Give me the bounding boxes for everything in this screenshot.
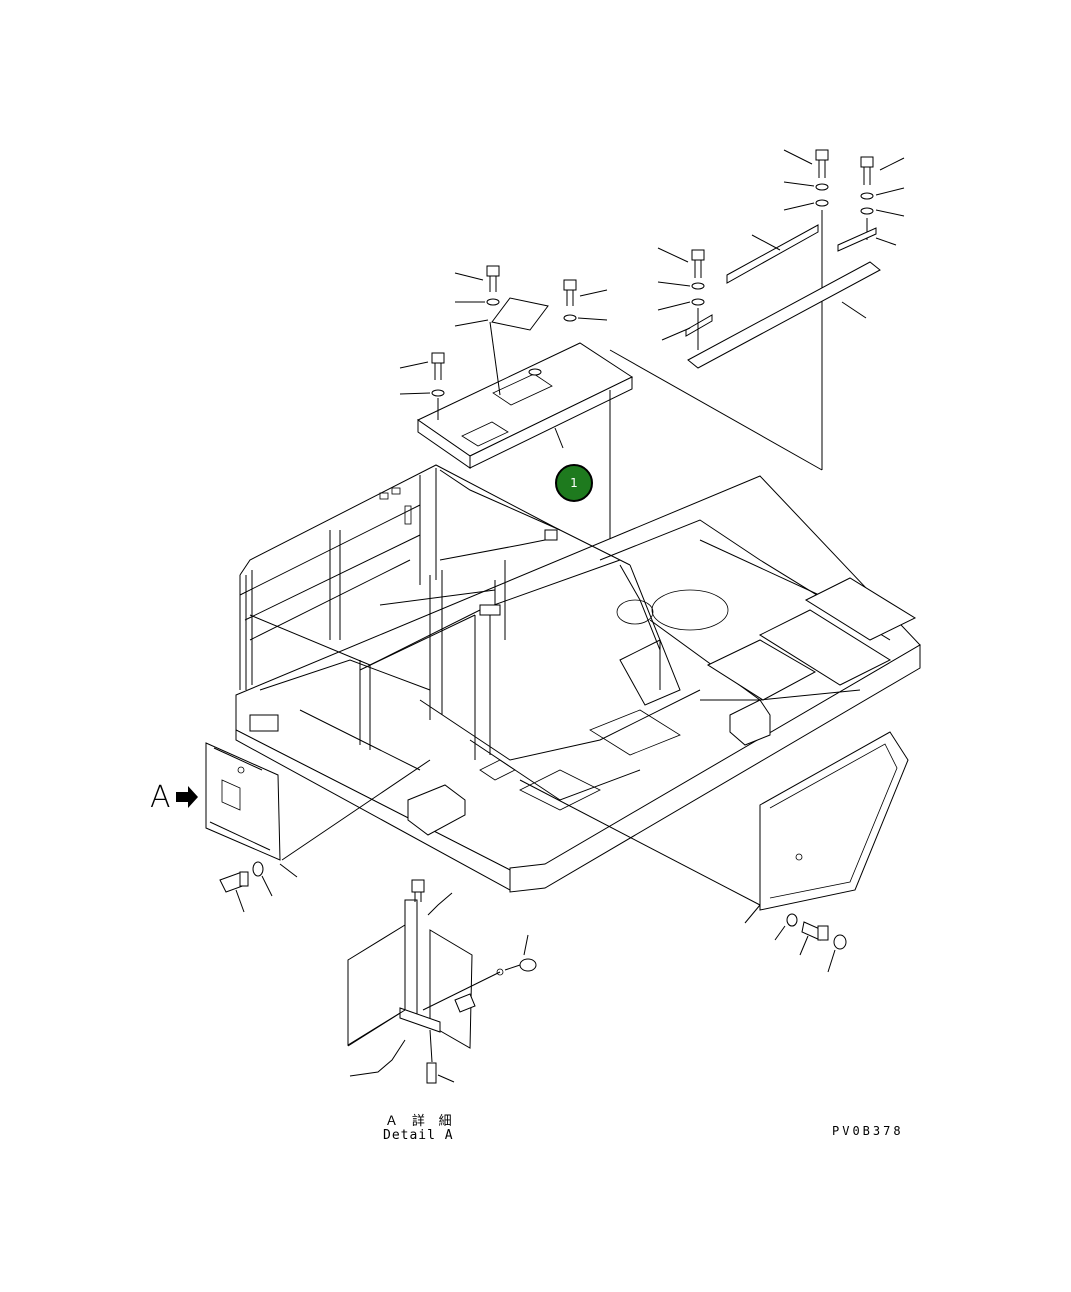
upper-right-bolts: [783, 149, 905, 470]
top-cover-plate: [417, 297, 823, 560]
detail-caption-jp: Ａ 詳 細: [385, 1114, 455, 1129]
view-a-label: A: [150, 780, 171, 815]
callout-1-number: 1: [570, 476, 578, 490]
arrow-right-icon: [176, 786, 198, 808]
drawing-code: PV0B378: [832, 1124, 904, 1138]
upper-middle-bolts: [657, 247, 705, 350]
callout-1[interactable]: 1: [555, 464, 593, 502]
top-bolts: [399, 265, 608, 420]
detail-a-drawing: [347, 879, 537, 1084]
detail-caption-en: Detail A: [383, 1128, 454, 1143]
left-access-panel: [205, 742, 431, 913]
right-side-panel: [519, 731, 909, 973]
cab-frame: [239, 464, 661, 771]
upper-right-plates: [685, 224, 881, 369]
base-frame: [235, 475, 921, 893]
